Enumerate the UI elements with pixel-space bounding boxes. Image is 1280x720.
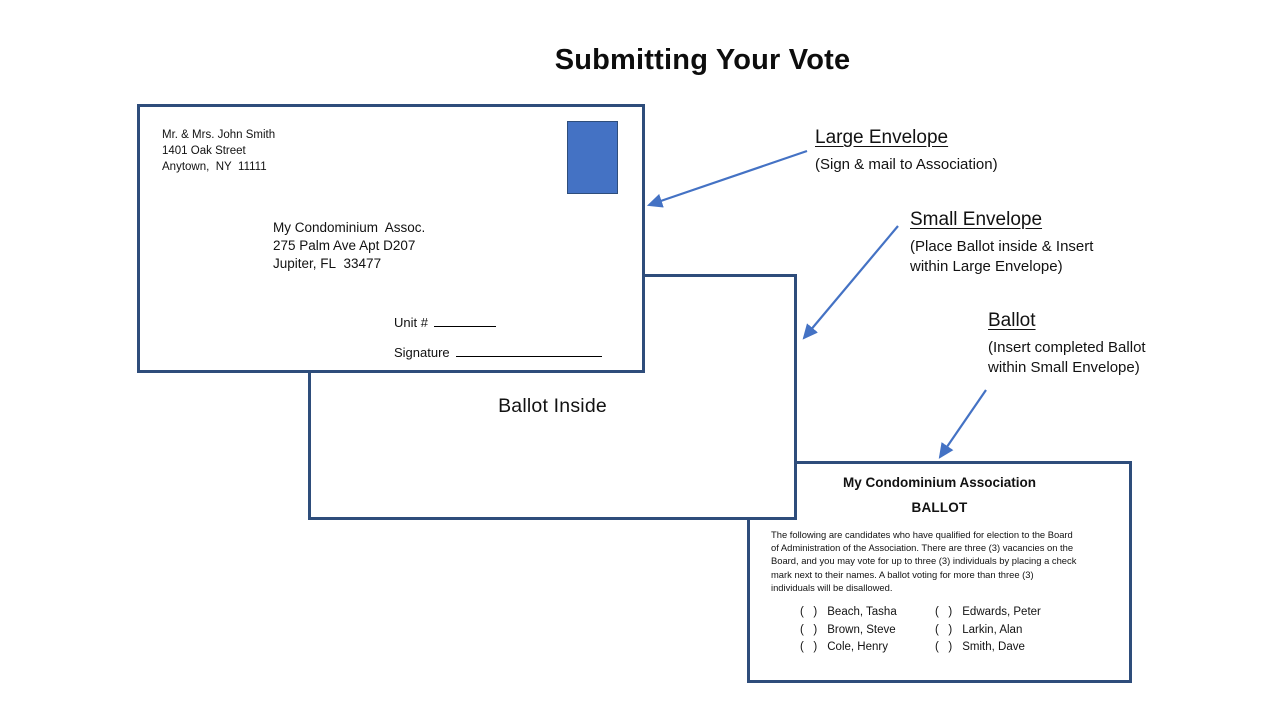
checkbox-glyph: ( ) bbox=[800, 641, 818, 653]
annotation-heading: Small Envelope bbox=[910, 209, 1043, 230]
checkbox-glyph: ( ) bbox=[800, 623, 818, 636]
annotation-line: (Sign & mail to Association) bbox=[815, 156, 998, 173]
arrow-to-large-envelope bbox=[646, 149, 808, 208]
signature-row: Signature bbox=[394, 343, 602, 360]
signature-blank-line bbox=[455, 343, 602, 357]
instructions-line: mark next to their names. A ballot votin… bbox=[771, 568, 1034, 580]
signature-label: Signature bbox=[394, 345, 450, 360]
arrow-to-ballot bbox=[938, 389, 987, 459]
sign-block: Unit # Signature bbox=[394, 313, 602, 373]
ballot-inside-label: Ballot Inside bbox=[498, 395, 607, 417]
candidate-row: ( ) Cole, Henry bbox=[800, 639, 897, 657]
return-address: Mr. & Mrs. John Smith 1401 Oak Street An… bbox=[162, 127, 275, 175]
candidate-name: Beach, Tasha bbox=[827, 606, 897, 618]
return-address-line: Anytown, NY 11111 bbox=[162, 161, 267, 173]
checkbox-glyph: ( ) bbox=[935, 641, 953, 653]
ballot-heading: BALLOT bbox=[911, 500, 968, 515]
instructions-line: The following are candidates who have qu… bbox=[771, 529, 1073, 540]
annotation-line: (Insert completed Ballot bbox=[988, 339, 1146, 356]
instructions-line: of Administration of the Association. Th… bbox=[771, 542, 1074, 554]
annotation-line: (Place Ballot inside & Insert bbox=[910, 238, 1094, 255]
annotation-heading: Large Envelope bbox=[815, 127, 949, 148]
unit-number-label: Unit # bbox=[394, 315, 428, 330]
recipient-address-line: Jupiter, FL 33477 bbox=[273, 256, 382, 271]
ballot-card: My Condominium Association BALLOT The fo… bbox=[747, 461, 1132, 683]
checkbox-glyph: ( ) bbox=[935, 606, 953, 618]
checkbox-glyph: ( ) bbox=[800, 606, 818, 618]
candidate-list-left: ( ) Beach, Tasha ( ) Brown, Steve ( ) Cole,… bbox=[800, 604, 897, 657]
candidate-name: Cole, Henry bbox=[827, 641, 888, 653]
candidate-name: Edwards, Peter bbox=[962, 606, 1041, 618]
candidate-row: ( ) Brown, Steve bbox=[800, 622, 897, 640]
candidate-row: ( ) Larkin, Alan bbox=[935, 622, 1041, 640]
ballot-instructions: The following are candidates who have qu… bbox=[771, 528, 1076, 594]
candidate-name: Brown, Steve bbox=[827, 623, 896, 636]
return-address-line: 1401 Oak Street bbox=[162, 145, 246, 157]
candidate-row: ( ) Edwards, Peter bbox=[935, 604, 1041, 622]
return-address-line: Mr. & Mrs. John Smith bbox=[162, 129, 276, 141]
checkbox-glyph: ( ) bbox=[935, 623, 953, 636]
candidate-row: ( ) Smith, Dave bbox=[935, 639, 1041, 657]
postage-stamp bbox=[567, 121, 618, 194]
recipient-address-line: 275 Palm Ave Apt D207 bbox=[273, 238, 416, 253]
instructions-line: Board, and you may vote for up to three … bbox=[771, 555, 1077, 567]
annotation-large-envelope: Large Envelope (Sign & mail to Associati… bbox=[815, 127, 998, 175]
recipient-address-line: My Condominium Assoc. bbox=[273, 220, 426, 235]
candidate-name: Larkin, Alan bbox=[962, 623, 1023, 636]
page-title: Submitting Your Vote bbox=[554, 44, 851, 76]
unit-number-row: Unit # bbox=[394, 313, 602, 330]
arrow-to-small-envelope bbox=[802, 225, 899, 340]
instructions-line: individuals will be disallowed. bbox=[771, 581, 893, 593]
unit-number-blank-line bbox=[433, 313, 496, 327]
annotation-heading: Ballot bbox=[988, 310, 1036, 331]
annotation-ballot: Ballot (Insert completed Ballot within S… bbox=[988, 310, 1146, 377]
large-envelope: Mr. & Mrs. John Smith 1401 Oak Street An… bbox=[137, 104, 645, 373]
annotation-small-envelope: Small Envelope (Place Ballot inside & In… bbox=[910, 209, 1093, 276]
candidate-name: Smith, Dave bbox=[962, 641, 1025, 653]
ballot-org-name: My Condominium Association bbox=[842, 475, 1036, 490]
candidate-row: ( ) Beach, Tasha bbox=[800, 604, 897, 622]
annotation-line: within Large Envelope) bbox=[910, 257, 1063, 275]
annotation-line: within Small Envelope) bbox=[988, 358, 1140, 376]
candidate-list-right: ( ) Edwards, Peter ( ) Larkin, Alan ( ) Smi… bbox=[935, 604, 1041, 657]
recipient-address: My Condominium Assoc. 275 Palm Ave Apt D… bbox=[273, 219, 425, 273]
